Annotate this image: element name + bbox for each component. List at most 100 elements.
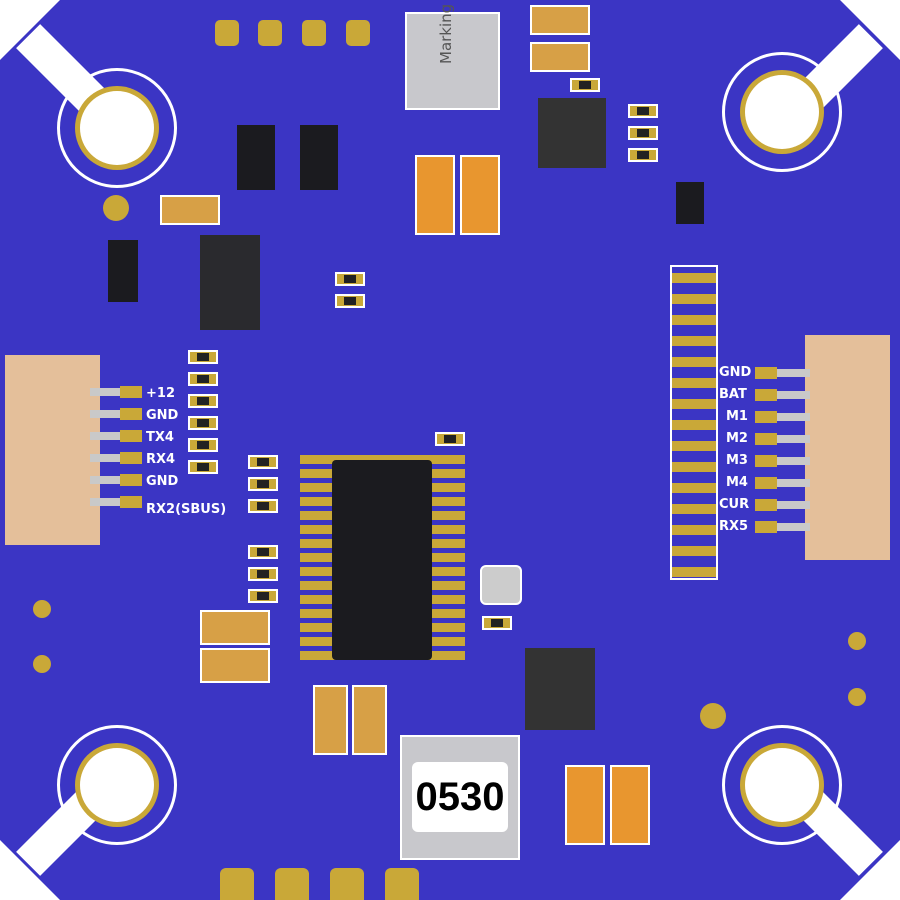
resistor: [248, 455, 278, 469]
resistor: [188, 460, 218, 474]
solder-pad: [755, 477, 777, 489]
inductor-marking: Marking: [437, 3, 455, 64]
right-connector: [805, 335, 890, 560]
via-pad: [700, 703, 726, 729]
mounting-hole: [722, 725, 842, 845]
solder-pad: [120, 430, 142, 442]
via-pad: [103, 195, 129, 221]
solder-pad: [755, 367, 777, 379]
capacitor: [200, 610, 270, 645]
pin-label: M1: [726, 409, 748, 424]
capacitor: [610, 765, 650, 845]
connector-lead: [90, 476, 135, 484]
regulator: [200, 235, 260, 330]
ic-small: [676, 182, 704, 224]
resistor: [335, 272, 365, 286]
resistor: [248, 477, 278, 491]
ic-top: [538, 98, 606, 168]
via-pad: [33, 600, 51, 618]
main-mcu: [332, 460, 432, 660]
pin-label: GND: [146, 474, 179, 489]
solder-pad: [120, 474, 142, 486]
resistor: [188, 438, 218, 452]
mosfet: [237, 125, 275, 190]
bottom-pad: [220, 868, 254, 900]
capacitor: [415, 155, 455, 235]
connector-lead: [765, 523, 810, 531]
resistor: [628, 104, 658, 118]
via-pad: [848, 632, 866, 650]
left-connector: [5, 355, 100, 545]
capacitor: [160, 195, 220, 225]
solder-pad: [120, 408, 142, 420]
connector-lead: [765, 413, 810, 421]
pin-label: TX4: [146, 430, 174, 445]
solder-pad: [755, 389, 777, 401]
capacitor: [200, 648, 270, 683]
pin-label: M4: [726, 475, 748, 490]
pin-label: BAT: [719, 387, 747, 402]
resistor: [570, 78, 600, 92]
pin-label: RX2(SBUS): [146, 502, 227, 517]
bottom-pad: [275, 868, 309, 900]
connector-lead: [90, 432, 135, 440]
bottom-inductor: 0530: [400, 735, 520, 860]
pin-label: +12: [146, 386, 175, 401]
resistor: [248, 499, 278, 513]
resistor: [248, 545, 278, 559]
capacitor: [530, 42, 590, 72]
connector-lead: [90, 454, 135, 462]
mounting-hole: [57, 725, 177, 845]
connector-lead: [765, 501, 810, 509]
solder-pad: [302, 20, 326, 46]
resistor: [248, 567, 278, 581]
capacitor: [460, 155, 500, 235]
capacitor: [352, 685, 387, 755]
capacitor: [565, 765, 605, 845]
resistor: [628, 126, 658, 140]
pin-label: M3: [726, 453, 748, 468]
solder-pad: [120, 386, 142, 398]
bottom-pad: [385, 868, 419, 900]
solder-pad: [346, 20, 370, 46]
mosfet: [300, 125, 338, 190]
via-pad: [848, 688, 866, 706]
pin-label: CUR: [719, 497, 750, 512]
solder-pad: [120, 496, 142, 508]
pin-label: GND: [146, 408, 179, 423]
connector-lead: [90, 410, 135, 418]
resistor: [248, 589, 278, 603]
solder-pad: [120, 452, 142, 464]
connector-lead: [765, 391, 810, 399]
capacitor: [313, 685, 348, 755]
connector-lead: [90, 388, 135, 396]
mounting-hole: [57, 68, 177, 188]
resistor: [435, 432, 465, 446]
connector-lead: [765, 457, 810, 465]
transistor: [108, 240, 138, 302]
pin-label: RX4: [146, 452, 176, 467]
mounting-hole: [722, 52, 842, 172]
resistor: [188, 394, 218, 408]
via-pad: [33, 655, 51, 673]
solder-pad: [755, 433, 777, 445]
capacitor: [530, 5, 590, 35]
inductor-marking: 0530: [412, 762, 508, 832]
solder-pad: [215, 20, 239, 46]
solder-pad: [755, 521, 777, 533]
crystal: [480, 565, 522, 605]
resistor: [188, 416, 218, 430]
solder-pad: [258, 20, 282, 46]
resistor: [188, 372, 218, 386]
solder-pad: [755, 411, 777, 423]
connector-lead: [90, 498, 135, 506]
resistor: [628, 148, 658, 162]
pin-label: GND: [719, 365, 752, 380]
resistor: [188, 350, 218, 364]
resistor: [482, 616, 512, 630]
connector-lead: [765, 479, 810, 487]
pin-label: M2: [726, 431, 748, 446]
connector-lead: [765, 435, 810, 443]
resistor: [335, 294, 365, 308]
